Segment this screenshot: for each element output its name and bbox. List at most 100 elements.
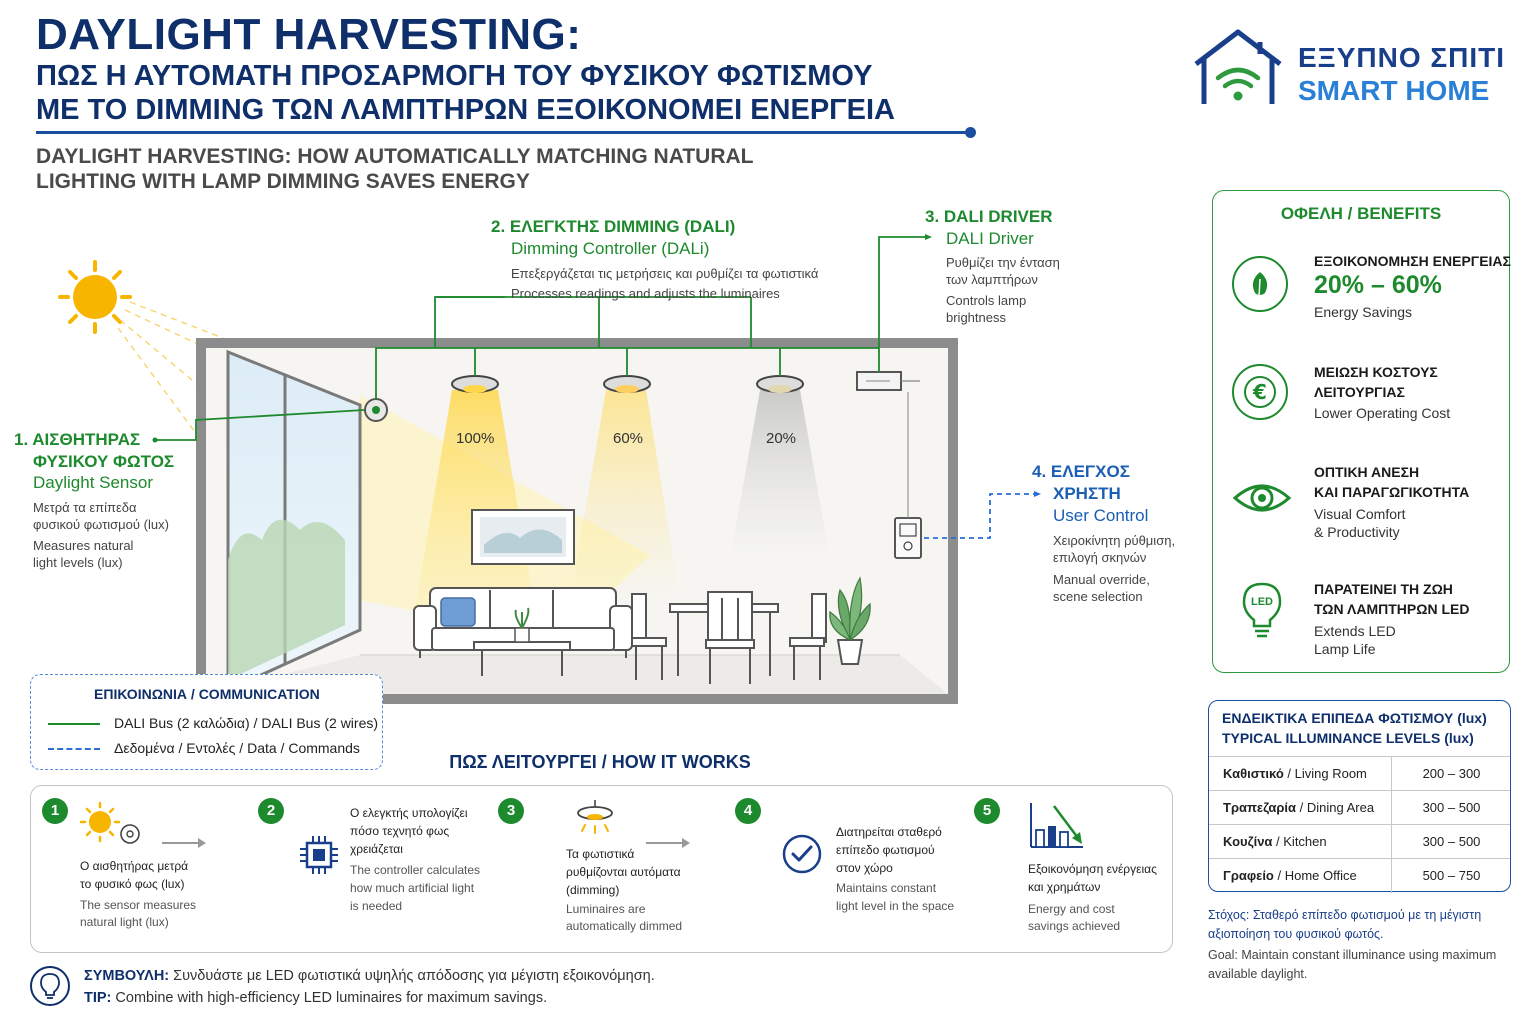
step-5-number: 5 (974, 798, 1000, 824)
sensor-title-line1: 1. ΑΙΣΘΗΤΗΡΑΣ (14, 430, 141, 449)
chip-icon (300, 836, 338, 874)
table-row: Γραφείο / Home Office 500 – 750 (1209, 858, 1510, 893)
step-4-number: 4 (735, 798, 761, 824)
lux-table-title-english: TYPICAL ILLUMINANCE LEVELS (lux) (1222, 730, 1474, 746)
sensor-desc-en-line1: Measures natural (33, 538, 134, 553)
eye-icon (1232, 484, 1292, 512)
ceiling-lamp-2 (570, 375, 680, 600)
table-row: Καθιστικό / Living Room 200 – 300 (1209, 756, 1510, 791)
room-name: Κουζίνα / Kitchen (1223, 834, 1327, 849)
sensor-subtitle: Daylight Sensor (33, 473, 154, 492)
step-1-text-en-line2: natural light (lux) (80, 915, 169, 929)
benefit-comfort-text-line2: & Productivity (1314, 524, 1400, 540)
user-control-subtitle: User Control (1053, 506, 1149, 525)
data-legend-label: Δεδομένα / Εντολές / Data / Commands (114, 740, 360, 756)
user-control-desc-en-line2: scene selection (1053, 589, 1143, 604)
room-name: Τραπεζαρία / Dining Area (1223, 800, 1375, 815)
room-name: Καθιστικό / Living Room (1223, 766, 1367, 781)
step-2-text-en-line3: is needed (350, 899, 403, 913)
step-5-text-gr-line1: Εξοικονόμηση ενέργειας (1028, 862, 1157, 876)
benefit-cost-head-line2: ΛΕΙΤΟΥΡΓΙΑΣ (1314, 384, 1405, 400)
step-5-text-en-line2: savings achieved (1028, 919, 1121, 933)
user-control-title-line1: 4. ΕΛΕΓΧΟΣ (1032, 462, 1130, 481)
step-2-text-gr-line3: χρειάζεται (350, 842, 403, 856)
benefit-energy-value: 20% – 60% (1314, 271, 1442, 299)
benefit-comfort-text-line1: Visual Comfort (1314, 506, 1406, 522)
leaf-icon (1232, 256, 1288, 312)
benefit-led-text-line1: Extends LED (1314, 623, 1396, 639)
step-3-text-gr-line2: ρυθμίζονται αυτόματα (566, 865, 681, 879)
benefit-led-head-line2: ΤΩΝ ΛΑΜΠΤΗΡΩΝ LED (1314, 601, 1470, 617)
logo-text-english: SMART HOME (1298, 75, 1490, 106)
lamp-1-level-label: 100% (456, 430, 495, 447)
daylight-sensor-icon (364, 398, 388, 422)
user-control-desc-gr-line1: Χειροκίνητη ρύθμιση, (1053, 533, 1176, 548)
ceiling-lamp-3 (730, 375, 830, 560)
data-line-swatch (48, 748, 100, 750)
driver-desc-en-line1: Controls lamp (946, 293, 1027, 308)
dali-bus-legend-label: DALI Bus (2 καλώδια) / DALI Bus (2 wires… (114, 715, 379, 731)
bar-chart-down-icon (1030, 803, 1083, 848)
title-underline (36, 131, 970, 134)
lightbulb-tip-icon (30, 966, 70, 1006)
benefit-comfort-head-line1: ΟΠΤΙΚΗ ΑΝΕΣΗ (1314, 464, 1420, 480)
benefit-comfort-head-line2: ΚΑΙ ΠΑΡΑΓΩΓΙΚΟΤΗΤΑ (1314, 484, 1470, 500)
user-control-title-line2: ΧΡΗΣΤΗ (1053, 484, 1121, 503)
step-4-text-gr-line1: Διατηρείται σταθερό (836, 825, 942, 839)
house-wifi-icon (1194, 29, 1282, 104)
logo-text-greek: ΕΞΥΠΝΟ ΣΠΙΤΙ (1298, 42, 1506, 73)
potted-plant (829, 576, 871, 665)
sun-sensor-icon (79, 801, 140, 844)
user-control-desc-gr-line2: επιλογή σκηνών (1053, 550, 1147, 565)
benefit-led-text-line2: Lamp Life (1314, 641, 1376, 657)
led-bulb-icon: LED (1240, 582, 1284, 640)
room-name: Γραφείο / Home Office (1223, 868, 1357, 883)
lux-value: 300 – 500 (1391, 825, 1511, 859)
benefits-panel (1212, 190, 1510, 673)
lux-table-title-greek: ΕΝΔΕΙΚΤΙΚΑ ΕΠΙΠΕΔΑ ΦΩΤΙΣΜΟΥ (lux) (1222, 710, 1487, 726)
check-circle-icon (782, 834, 822, 874)
step-4-text-gr-line2: επίπεδο φωτισμού (836, 843, 935, 857)
driver-subtitle: DALI Driver (946, 229, 1034, 248)
subtitle-greek-line1: ΠΩΣ Η ΑΥΤΟΜΑΤΗ ΠΡΟΣΑΡΜΟΓΗ ΤΟΥ ΦΥΣΙΚΟΥ ΦΩ… (36, 60, 873, 92)
table-plant (514, 607, 530, 643)
step-2-number: 2 (258, 798, 284, 824)
communication-legend (30, 674, 383, 770)
how-it-works-panel (30, 785, 1173, 953)
sun-icon (58, 260, 132, 334)
step-3-text-gr-line1: Τα φωτιστικά (566, 847, 635, 861)
controller-desc-en: Processes readings and adjusts the lumin… (511, 286, 780, 301)
step-5-text-gr-line2: και χρημάτων (1028, 880, 1101, 894)
lux-value: 200 – 300 (1391, 757, 1511, 791)
controller-subtitle: Dimming Controller (DALi) (511, 239, 710, 258)
dali-bus-line-swatch (48, 723, 100, 725)
ceiling-lamp-icon (577, 800, 613, 834)
table-row: Τραπεζαρία / Dining Area 300 – 500 (1209, 790, 1510, 825)
driver-desc-gr-line1: Ρυθμίζει την ένταση (946, 255, 1060, 270)
benefit-energy-head: ΕΞΟΙΚΟΝΟΜΗΣΗ ΕΝΕΡΓΕΙΑΣ (1314, 253, 1511, 269)
benefit-led-head-line1: ΠΑΡΑΤΕΙΝΕΙ ΤΗ ΖΩΗ (1314, 581, 1453, 597)
sensor-desc-en-line2: light levels (lux) (33, 555, 123, 570)
step-3-text-en-line2: automatically dimmed (566, 919, 683, 933)
step-2-text-en-line2: how much artificial light (350, 881, 475, 895)
tip-english: TIP: Combine with high-efficiency LED lu… (84, 990, 548, 1006)
tip-greek: ΣΥΜΒΟΥΛΗ: Συνδυάστε με LED φωτιστικά υψη… (84, 968, 655, 984)
sensor-title-line2: ΦΥΣΙΚΟΥ ΦΩΤΟΣ (33, 452, 175, 471)
step-2-text-gr-line1: Ο ελεγκτής υπολογίζει (350, 806, 468, 820)
step-3-text-en-line1: Luminaires are (566, 902, 646, 916)
communication-title: ΕΠΙΚΟΙΝΩΝΙΑ / COMMUNICATION (94, 686, 320, 702)
how-it-works-title: ΠΩΣ ΛΕΙΤΟΥΡΓΕΙ / HOW IT WORKS (449, 752, 751, 772)
lux-value: 500 – 750 (1391, 859, 1511, 893)
led-icon-label: LED (1251, 596, 1273, 608)
driver-desc-gr-line2: των λαμπτήρων (946, 272, 1038, 287)
step-1-number: 1 (42, 798, 68, 824)
subtitle-english-line2: LIGHTING WITH LAMP DIMMING SAVES ENERGY (36, 170, 530, 193)
svg-text:€: € (1252, 380, 1267, 404)
table-row: Κουζίνα / Kitchen 300 – 500 (1209, 824, 1510, 859)
goal-english: Goal: Maintain constant illuminance usin… (1208, 948, 1497, 981)
subtitle-english-line1: DAYLIGHT HARVESTING: HOW AUTOMATICALLY M… (36, 145, 754, 168)
step-2-text-en-line1: The controller calculates (350, 863, 481, 877)
step-3-arrow (646, 838, 690, 848)
driver-title: 3. DALI DRIVER (925, 207, 1053, 226)
wall-painting (471, 509, 575, 565)
